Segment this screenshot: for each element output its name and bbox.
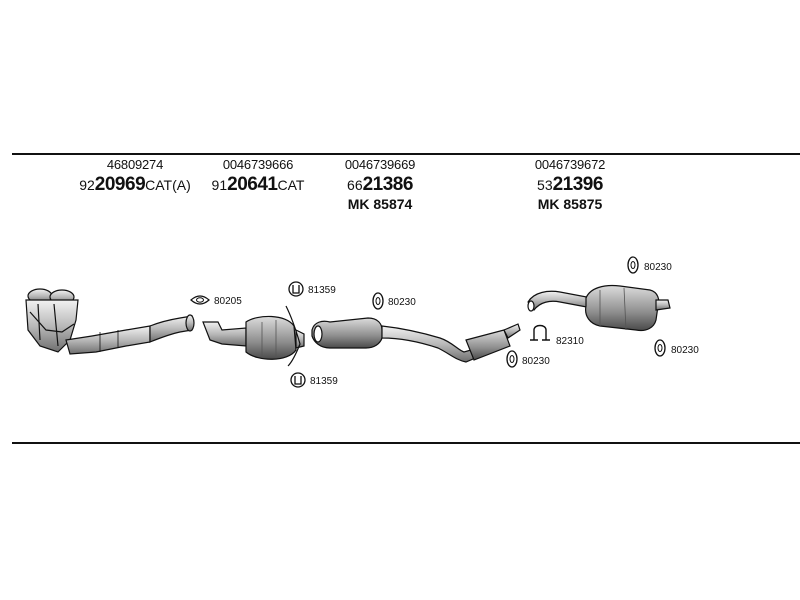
part-number: 9220969CAT(A) bbox=[79, 174, 191, 195]
clamp-icon bbox=[290, 372, 306, 388]
callout-80230-lower: 80230 bbox=[522, 356, 550, 367]
bottom-divider bbox=[12, 442, 800, 444]
reference-number: 46809274 bbox=[106, 157, 164, 172]
rubber-hanger-icon bbox=[506, 350, 518, 368]
reference-number: 0046739669 bbox=[344, 157, 416, 172]
section-header-rear-silencer: 0046739672 5321396 MK 85875 bbox=[520, 158, 620, 211]
part-number: 5321396 bbox=[537, 174, 603, 195]
callout-80230-rear-top: 80230 bbox=[644, 262, 672, 273]
section-header-manifold: 46809274 9220969CAT(A) bbox=[55, 158, 215, 194]
rear-silencer bbox=[527, 284, 671, 332]
callout-80205: 80205 bbox=[214, 296, 242, 307]
callout-81359-bottom: 81359 bbox=[310, 376, 338, 387]
part-number: 6621386 bbox=[347, 174, 413, 195]
manifold-front-pipe bbox=[25, 288, 195, 355]
rubber-hanger-icon bbox=[372, 292, 384, 310]
ring-gasket-icon bbox=[190, 295, 210, 305]
callout-80230-rear-bottom: 80230 bbox=[671, 345, 699, 356]
top-divider bbox=[12, 153, 800, 155]
section-header-catalyst: 0046739666 9120641CAT bbox=[188, 158, 328, 194]
rubber-hanger-icon bbox=[654, 339, 666, 357]
middle-silencer bbox=[311, 317, 521, 363]
section-header-middle-silencer: 0046739669 6621386 MK 85874 bbox=[330, 158, 430, 211]
mk-number: MK 85875 bbox=[537, 196, 603, 212]
callout-80230-middle: 80230 bbox=[388, 297, 416, 308]
catalyst-converter bbox=[202, 305, 305, 367]
rubber-hanger-icon bbox=[627, 256, 639, 274]
part-number: 9120641CAT bbox=[211, 174, 305, 195]
reference-number: 0046739672 bbox=[534, 157, 606, 172]
callout-81359-top: 81359 bbox=[308, 285, 336, 296]
clamp-icon bbox=[530, 324, 550, 341]
callout-82310: 82310 bbox=[556, 336, 584, 347]
clamp-icon bbox=[288, 281, 304, 297]
mk-number: MK 85874 bbox=[347, 196, 413, 212]
reference-number: 0046739666 bbox=[222, 157, 294, 172]
